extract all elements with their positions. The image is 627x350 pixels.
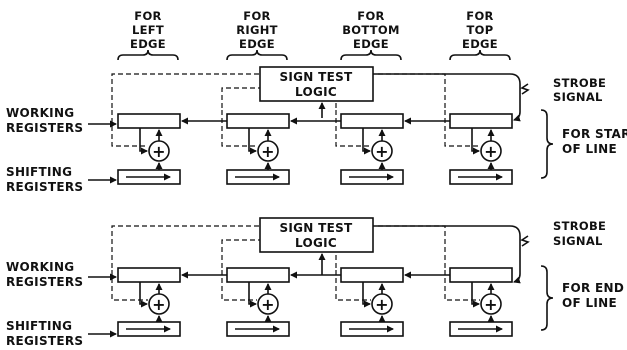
side2-label-line2: OF LINE bbox=[562, 296, 617, 310]
working-register-bottom-2 bbox=[340, 267, 404, 283]
panel-start-of-line: SIGN TEST LOGIC STROBE SIGNAL + + bbox=[6, 66, 627, 194]
strobe-line1: STROBE bbox=[553, 76, 606, 90]
shifting-label-line2: REGISTERS bbox=[6, 180, 83, 194]
working-register-bottom bbox=[340, 113, 404, 129]
end-brace bbox=[540, 265, 554, 331]
col-right-line1: FOR bbox=[243, 9, 270, 23]
column-header-bottom-edge: FOR BOTTOM EDGE bbox=[340, 9, 402, 61]
col-bottom-line3: EDGE bbox=[353, 37, 389, 51]
dashed-left-feedback bbox=[111, 73, 260, 108]
col-top-line3: EDGE bbox=[462, 37, 498, 51]
adder-left2-symbol: + bbox=[152, 295, 166, 314]
working-register-top bbox=[449, 113, 513, 129]
col-top-line2: TOP bbox=[467, 23, 494, 37]
col-top-brace bbox=[449, 49, 511, 61]
col-left-line3: EDGE bbox=[130, 37, 166, 51]
adder-right2-symbol: + bbox=[261, 295, 275, 314]
start-brace bbox=[540, 109, 554, 179]
col-right-brace bbox=[226, 49, 288, 61]
working-label-line2: REGISTERS bbox=[6, 121, 83, 135]
shifting2-label-line2: REGISTERS bbox=[6, 334, 83, 348]
logic-line1: SIGN TEST bbox=[279, 70, 353, 84]
col-right-line2: RIGHT bbox=[236, 23, 278, 37]
dashed-left-feedback-2 bbox=[111, 225, 260, 268]
dashed-top-feedback-2 bbox=[375, 225, 446, 268]
sign-test-logic-box-2 bbox=[259, 217, 374, 253]
adder-left-in bbox=[139, 128, 148, 155]
adder-right-symbol: + bbox=[261, 142, 275, 161]
shifting2-label-line1: SHIFTING bbox=[6, 319, 72, 333]
adder-right-in bbox=[248, 128, 257, 155]
dashed-top-feedback bbox=[375, 73, 446, 108]
dashed-right-feedback-2 bbox=[221, 239, 260, 268]
working-register-left-2 bbox=[117, 267, 181, 283]
working-register-left bbox=[117, 113, 181, 129]
adder-left2-in bbox=[139, 282, 148, 308]
working-register-top-2 bbox=[449, 267, 513, 283]
logic-line2: LOGIC bbox=[295, 85, 337, 99]
strobe-zigzag-2 bbox=[520, 235, 530, 247]
logic2-line1: SIGN TEST bbox=[279, 221, 353, 235]
strobe-line-2 bbox=[373, 225, 521, 284]
col-bottom-line1: FOR bbox=[357, 9, 384, 23]
col-left-brace bbox=[117, 49, 179, 61]
adder-bottom-symbol: + bbox=[375, 142, 389, 161]
col-left-line1: FOR bbox=[134, 9, 161, 23]
shifting-label-line1: SHIFTING bbox=[6, 165, 72, 179]
dashed-loop-top bbox=[444, 110, 480, 147]
dashed-loop-bottom bbox=[335, 110, 371, 147]
working-register-right-2 bbox=[226, 267, 290, 283]
dashed-right-feedback bbox=[221, 87, 260, 108]
strobe-line2: SIGNAL bbox=[553, 90, 603, 104]
working2-label-line2: REGISTERS bbox=[6, 275, 83, 289]
dashed-loop-top-2 bbox=[444, 270, 480, 301]
sign-test-logic-box bbox=[259, 66, 374, 102]
panel-end-of-line: SIGN TEST LOGIC STROBE SIGNAL + + + bbox=[6, 217, 624, 348]
adder-top-symbol: + bbox=[484, 142, 498, 161]
dashed-loop-bottom-2 bbox=[335, 270, 371, 301]
col-bottom-line2: BOTTOM bbox=[342, 23, 400, 37]
col-right-line3: EDGE bbox=[239, 37, 275, 51]
adder-bottom2-symbol: + bbox=[375, 295, 389, 314]
col-top-line1: FOR bbox=[466, 9, 493, 23]
strobe2-line2: SIGNAL bbox=[553, 234, 603, 248]
side-label-line2: OF LINE bbox=[562, 142, 617, 156]
column-header-right-edge: FOR RIGHT EDGE bbox=[226, 9, 288, 61]
adder-bottom2-in bbox=[362, 282, 371, 308]
adder-bottom-in bbox=[362, 128, 371, 155]
adder-right2-in bbox=[248, 282, 257, 308]
side-label-line1: FOR START bbox=[562, 127, 627, 141]
adder-top2-symbol: + bbox=[484, 295, 498, 314]
col-bottom-brace bbox=[340, 49, 402, 61]
column-header-left-edge: FOR LEFT EDGE bbox=[117, 9, 179, 61]
logic2-line2: LOGIC bbox=[295, 236, 337, 250]
column-header-top-edge: FOR TOP EDGE bbox=[449, 9, 511, 61]
adder-top-in bbox=[471, 128, 480, 155]
dashed-loop-right bbox=[221, 110, 257, 147]
working-label-line1: WORKING bbox=[6, 106, 74, 120]
dashed-loop-right-2 bbox=[221, 270, 257, 301]
working-register-right bbox=[226, 113, 290, 129]
strobe-line bbox=[373, 73, 521, 122]
adder-left-symbol: + bbox=[152, 142, 166, 161]
working2-label-line1: WORKING bbox=[6, 260, 74, 274]
adder-top2-in bbox=[471, 282, 480, 308]
col-left-line2: LEFT bbox=[132, 23, 164, 37]
strobe-zigzag bbox=[520, 83, 530, 95]
side2-label-line1: FOR END bbox=[562, 281, 624, 295]
strobe2-line1: STROBE bbox=[553, 219, 606, 233]
